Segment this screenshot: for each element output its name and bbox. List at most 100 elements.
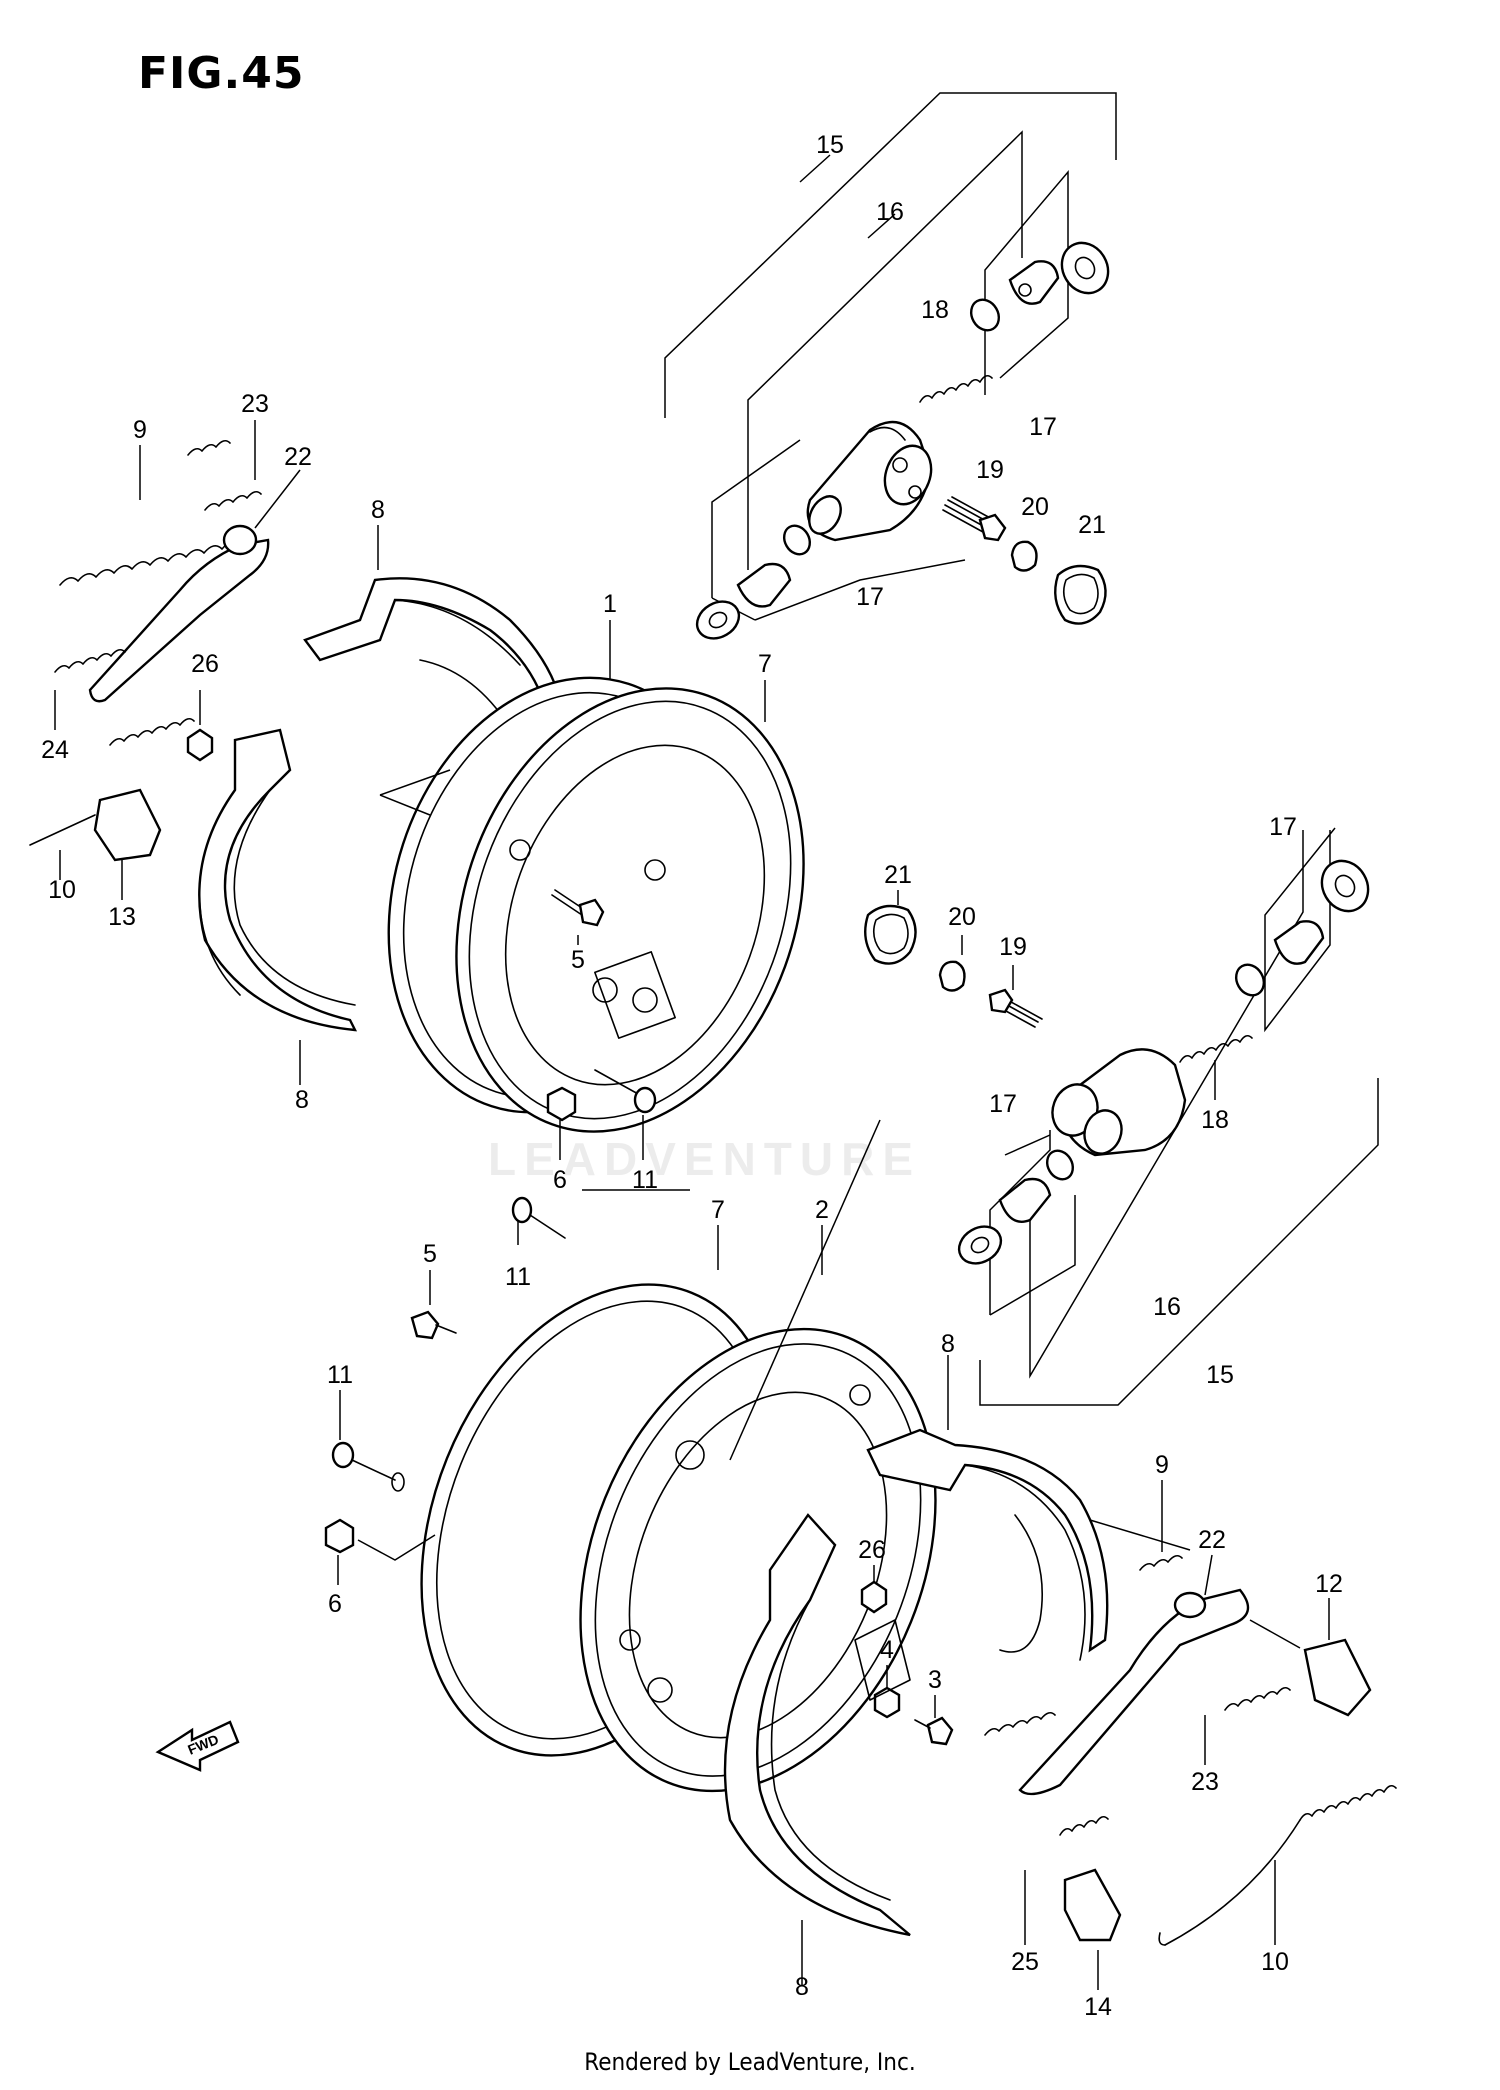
bolt-11-lower [331,1390,405,1492]
brake-shoe-8-lower-right [866,1355,1191,1661]
callout-22: 22 [284,443,312,471]
piston-cup-upper-left [695,524,812,640]
callout-11: 11 [632,1166,658,1194]
callout-4: 4 [880,1636,894,1664]
callout-6: 6 [553,1166,567,1194]
callout-19: 19 [976,456,1004,484]
callout-19: 19 [999,933,1027,961]
spring-23-lower [1204,1686,1291,1765]
callout-1: 1 [603,590,617,618]
backing-plate-2 [579,1119,937,1793]
callout-25: 25 [1011,1948,1039,1976]
brake-drum-7-upper [455,680,805,1133]
bracket-15-lower [979,1078,1379,1406]
nut-26-lower [860,1565,888,1614]
nut-6-upper [546,1086,577,1160]
callout-2: 2 [815,1196,829,1224]
callout-3: 3 [928,1666,942,1694]
clip-12 [1249,1598,1372,1717]
callout-10: 10 [1261,1948,1289,1976]
callout-5: 5 [423,1240,437,1268]
callout-11: 11 [505,1263,531,1291]
bolt-5-upper [551,889,605,945]
wheel-cylinder-lower [1004,1048,1187,1157]
callout-16: 16 [876,198,904,226]
piston-cup-lower-left [957,1149,1075,1265]
callout-7: 7 [758,650,772,678]
spring-9-upper [59,439,241,586]
callout-17: 17 [1029,413,1057,441]
callout-23: 23 [1191,1768,1219,1796]
bolt-11-upper [594,1069,657,1160]
brake-shoe-8-upper-left [198,728,358,1085]
callout-11: 11 [327,1361,353,1389]
bracket-17-lower-right [1264,827,1336,1033]
callout-15: 15 [1206,1361,1234,1389]
spring-lower-left [984,1711,1056,1736]
callout-6: 6 [328,1590,342,1618]
bolt-5-lower [410,1270,457,1340]
spring-10-lower [1158,1784,1397,1946]
callout-16: 16 [1153,1293,1181,1321]
callout-13: 13 [108,903,136,931]
spring-18-upper [919,374,993,403]
callout-20: 20 [1021,493,1049,521]
callout-8: 8 [941,1330,955,1358]
callout-7: 7 [711,1196,725,1224]
spring-25 [1024,1815,1109,1945]
callout-26: 26 [858,1536,886,1564]
callout-8: 8 [295,1086,309,1114]
seal-21-lower [864,890,917,965]
callout-23: 23 [241,390,269,418]
footer-credit: Rendered by LeadVenture, Inc. [584,2048,916,2076]
front-direction-arrow: FWD [155,1720,240,1772]
seal-21-upper [1054,564,1107,625]
bleeder-screw-19-lower [988,965,1043,1028]
callout-10: 10 [48,876,76,904]
callouts: 15 16 18 17 19 20 21 17 9 23 22 8 1 7 26… [41,131,1343,2021]
nut-6-lower [324,1518,436,1585]
figure-title: FIG.45 [138,48,305,99]
callout-24: 24 [41,736,69,764]
spring-24 [54,648,126,730]
cap-20-upper [1010,540,1038,572]
callout-14: 14 [1084,1993,1112,2021]
callout-20: 20 [948,903,976,931]
callout-9: 9 [133,416,147,444]
clip-13 [93,788,162,900]
callout-26: 26 [191,650,219,678]
callout-8: 8 [371,496,385,524]
bracket-16-lower [1029,830,1304,1379]
callout-12: 12 [1315,1570,1343,1598]
callout-15: 15 [816,131,844,159]
bolt-11-lower-top [511,1196,566,1245]
spring-18-lower [1179,1034,1253,1100]
callout-18: 18 [1201,1106,1229,1134]
callout-22: 22 [1198,1526,1226,1554]
cap-20-lower [938,935,966,992]
callout-8: 8 [795,1973,809,2001]
callout-5: 5 [571,946,585,974]
wheel-cylinder-upper [806,420,933,542]
watermark: LEADVENTURE [488,1133,922,1185]
adjuster-lever-22-upper [88,469,301,703]
callout-17: 17 [1269,813,1297,841]
spring-10-upper [29,717,195,880]
callout-21: 21 [884,861,912,889]
nut-26-upper [186,690,214,762]
adjuster-lever-22-lower [1018,1554,1250,1796]
piston-cup-upper-right [969,241,1110,332]
bracket-15-upper [664,92,1117,418]
callout-9: 9 [1155,1451,1169,1479]
callout-21: 21 [1078,511,1106,539]
spring-9-lower [1139,1480,1183,1571]
bleeder-screw-19-upper [942,496,1007,542]
brake-shoe-8-lower-left [723,1513,911,1985]
callout-17: 17 [989,1090,1017,1118]
piston-cup-lower-right [1234,859,1370,997]
callout-17: 17 [856,583,884,611]
bolt-3 [914,1695,954,1746]
spring-23-upper [204,420,262,511]
callout-18: 18 [921,296,949,324]
